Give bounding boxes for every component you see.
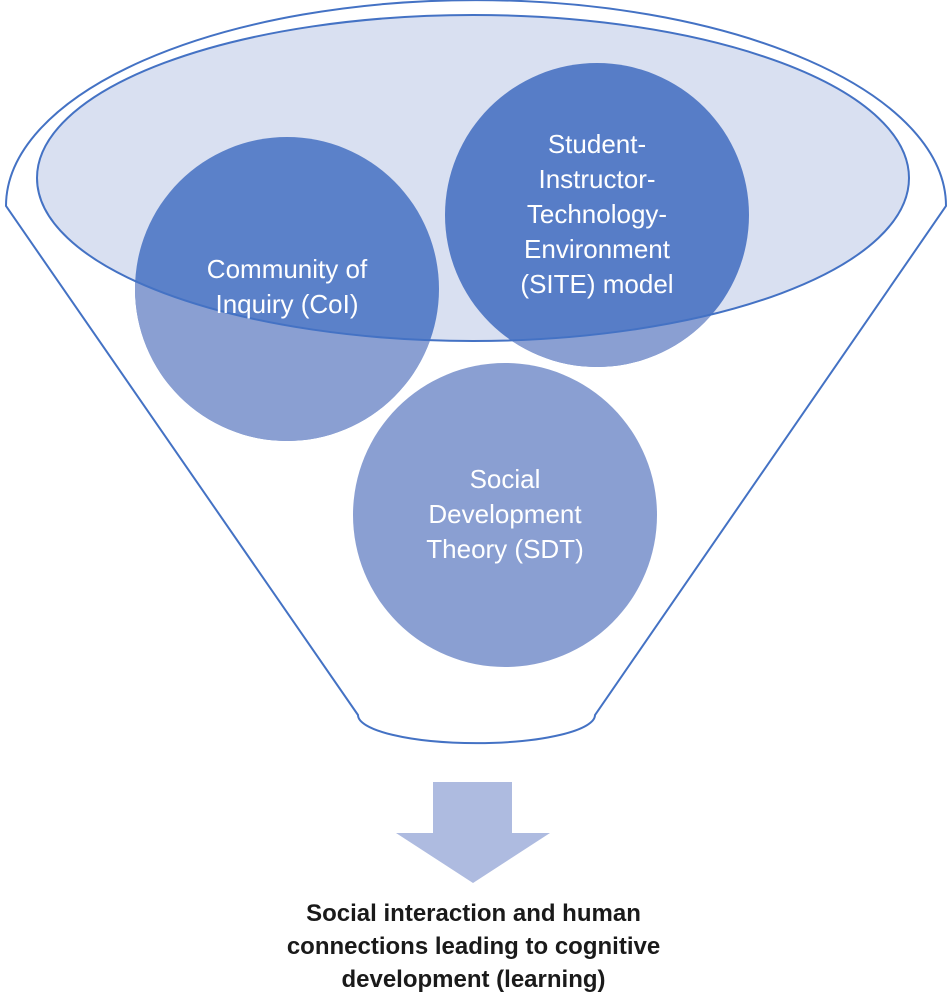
- site-model-label: Student- Instructor- Technology- Environ…: [520, 129, 674, 299]
- diagram-caption: Social interaction and human connections…: [286, 900, 661, 993]
- funnel-rim-outline: [36, 14, 910, 342]
- social-development-theory-label: Social Development Theory (SDT): [426, 464, 584, 564]
- down-arrow: [396, 782, 550, 883]
- community-of-inquiry-label: Community of Inquiry (CoI): [206, 254, 368, 319]
- social-development-theory-circle: [353, 363, 657, 667]
- site-model-circle: [445, 63, 749, 367]
